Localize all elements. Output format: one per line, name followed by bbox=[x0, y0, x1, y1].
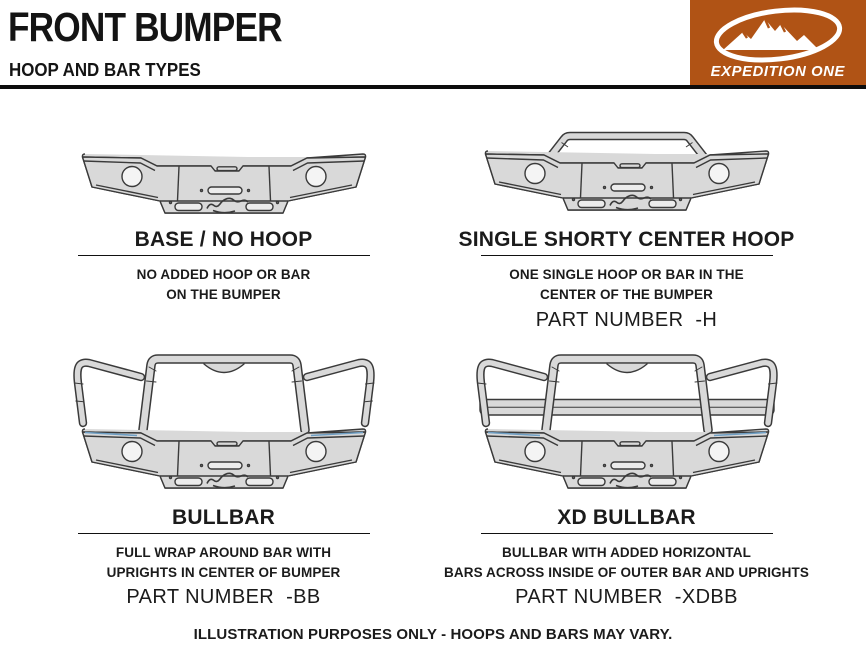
mountain-range-in-oval-icon bbox=[713, 7, 843, 63]
bullbar-bumper-illustration bbox=[72, 353, 375, 489]
section-caption: NO ADDED HOOP OR BAR ON THE BUMPER bbox=[137, 265, 311, 306]
title-underline bbox=[77, 255, 370, 256]
section-caption: FULL WRAP AROUND BAR WITH UPRIGHTS IN CE… bbox=[107, 543, 341, 584]
disclaimer-text: ILLUSTRATION PURPOSES ONLY - HOOPS AND B… bbox=[193, 626, 673, 643]
part-number: PART NUMBER -H bbox=[535, 308, 718, 331]
center-hoop-bumper-illustration bbox=[484, 131, 769, 211]
base-bumper-illustration bbox=[81, 153, 366, 214]
section-title: BASE / NO HOOP bbox=[134, 228, 313, 251]
section-title: BULLBAR bbox=[172, 505, 275, 529]
figure-xd-bullbar bbox=[474, 347, 780, 493]
section-bullbar: BULLBAR FULL WRAP AROUND BAR WITH UPRIGH… bbox=[22, 333, 425, 611]
caption-line: ON THE BUMPER bbox=[166, 287, 281, 303]
section-caption: BULLBAR WITH ADDED HORIZONTAL BARS ACROS… bbox=[444, 543, 809, 584]
header-divider bbox=[0, 85, 866, 89]
title-underline bbox=[480, 532, 773, 534]
part-number: PART NUMBER -BB bbox=[126, 586, 321, 608]
section-title: XD BULLBAR bbox=[557, 505, 696, 529]
xd-bullbar-bumper-illustration bbox=[475, 353, 778, 489]
section-caption: ONE SINGLE HOOP OR BAR IN THE CENTER OF … bbox=[509, 265, 743, 306]
caption-line: CENTER OF THE BUMPER bbox=[539, 287, 713, 303]
caption-line: UPRIGHTS IN CENTER OF BUMPER bbox=[106, 564, 341, 580]
brand-name: EXPEDITION ONE bbox=[710, 64, 846, 80]
header: FRONT BUMPER HOOP AND BAR TYPES bbox=[0, 0, 866, 89]
page-subtitle: HOOP AND BAR TYPES bbox=[9, 60, 201, 80]
part-number: PART NUMBER -XDBB bbox=[515, 586, 738, 608]
caption-line: FULL WRAP AROUND BAR WITH bbox=[115, 544, 332, 560]
title-underline bbox=[480, 255, 773, 256]
bumper-types-grid: BASE / NO HOOP NO ADDED HOOP OR BAR ON T… bbox=[22, 103, 828, 610]
caption-line: BARS ACROSS INSIDE OF OUTER BAR AND UPRI… bbox=[444, 564, 809, 580]
brand-logo: EXPEDITION ONE bbox=[690, 0, 866, 85]
caption-line: NO ADDED HOOP OR BAR bbox=[136, 267, 311, 282]
section-base-no-hoop: BASE / NO HOOP NO ADDED HOOP OR BAR ON T… bbox=[22, 103, 425, 333]
section-single-shorty-center-hoop: SINGLE SHORTY CENTER HOOP ONE SINGLE HOO… bbox=[425, 103, 828, 333]
figure-shorty-hoop bbox=[482, 103, 772, 215]
figure-base bbox=[79, 103, 369, 215]
caption-line: ONE SINGLE HOOP OR BAR IN THE bbox=[509, 267, 744, 282]
page-title: FRONT BUMPER bbox=[8, 4, 283, 50]
section-title: SINGLE SHORTY CENTER HOOP bbox=[458, 228, 795, 251]
title-underline bbox=[77, 532, 370, 534]
section-xd-bullbar: XD BULLBAR BULLBAR WITH ADDED HORIZONTAL… bbox=[425, 333, 828, 611]
caption-line: BULLBAR WITH ADDED HORIZONTAL bbox=[502, 544, 751, 560]
figure-bullbar bbox=[71, 347, 377, 493]
